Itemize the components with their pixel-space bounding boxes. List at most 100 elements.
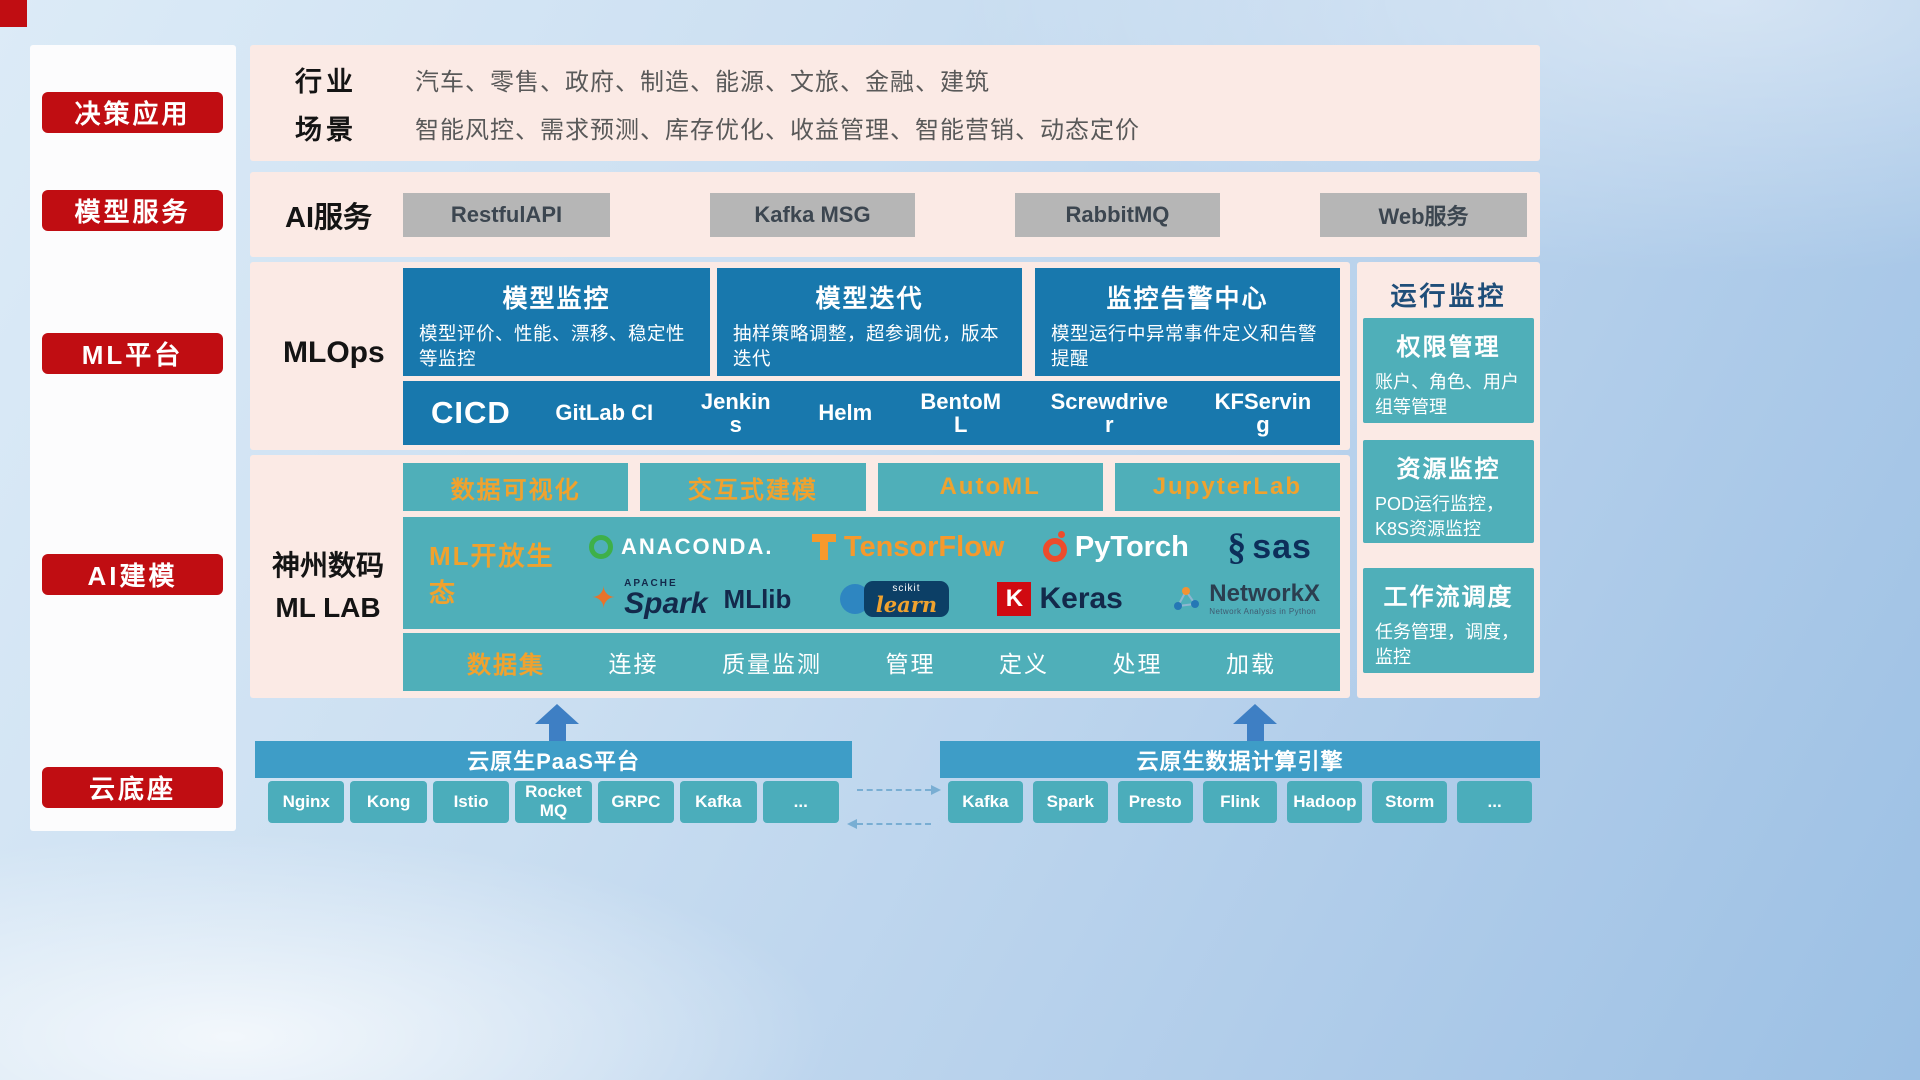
interactive-modeling-box: 交互式建模 — [640, 463, 866, 511]
sidebar-item-model-service: 模型服务 — [42, 190, 223, 231]
permission-management-card: 权限管理 账户、角色、用户组等管理 — [1363, 318, 1534, 423]
mlops-label: MLOps — [283, 336, 385, 369]
spark-text-block: APACHE Spark — [624, 579, 707, 619]
ai-service-panel: AI服务 RestfulAPI Kafka MSG RabbitMQ Web服务 — [250, 172, 1540, 257]
sidebar-item-cloud-base: 云底座 — [42, 767, 223, 808]
dataset-item-define: 定义 — [999, 651, 1049, 677]
chip-kong: Kong — [350, 781, 427, 823]
learn-text: learn — [875, 592, 938, 617]
workflow-scheduling-title: 工作流调度 — [1383, 584, 1514, 611]
pytorch-logo: PyTorch — [1042, 530, 1189, 564]
up-arrow-engine — [1233, 704, 1277, 741]
scikit-text: scikit — [892, 583, 921, 594]
cicd-label: CICD — [431, 395, 511, 430]
cicd-tool-screwdriver: Screwdriver — [1050, 388, 1169, 437]
ecosystem-logo-row-2: ✦ APACHE Spark MLlib scikit learn — [581, 573, 1326, 625]
networkx-text-block: NetworkX Network Analysis in Python — [1209, 581, 1320, 616]
mllab-label-line1: 神州数码 — [271, 550, 384, 581]
chip-more: ... — [762, 781, 839, 823]
arrow-head — [1233, 704, 1277, 724]
dataset-item-manage: 管理 — [885, 651, 936, 677]
workflow-scheduling-desc: 任务管理，调度，监控 — [1375, 622, 1519, 668]
model-monitoring-desc: 模型评价、性能、漂移、稳定性等监控 — [419, 323, 686, 369]
spark-text: Spark — [624, 587, 708, 620]
model-iteration-desc: 抽样策略调整，超参调优，版本迭代 — [733, 323, 1000, 369]
chip-istio: Istio — [432, 781, 510, 823]
mllab-label-line2: ML LAB — [275, 592, 381, 623]
mllab-label: 神州数码 ML LAB — [256, 545, 400, 629]
model-monitoring-card: 模型监控 模型评价、性能、漂移、稳定性等监控 — [403, 268, 710, 376]
chip-kafka: Kafka — [948, 781, 1023, 823]
paas-components-row: Nginx Kong Istio RocketMQ GRPC Kafka ... — [255, 781, 852, 823]
scenario-list: 智能风控、需求预测、库存优化、收益管理、智能营销、动态定价 — [415, 116, 1140, 144]
chip-rocketmq: RocketMQ — [515, 781, 592, 823]
chip-more: ... — [1457, 781, 1533, 823]
kafka-msg-box: Kafka MSG — [710, 193, 915, 237]
resource-monitoring-title: 资源监控 — [1396, 456, 1501, 483]
data-visualization-box: 数据可视化 — [403, 463, 629, 511]
keras-icon: K — [997, 582, 1032, 616]
scikit-learn-logo: scikit learn — [839, 581, 950, 617]
spark-star-icon: ✦ — [591, 582, 617, 615]
networkx-icon — [1174, 587, 1200, 610]
runtime-monitoring-panel: 运行监控 权限管理 账户、角色、用户组等管理 资源监控 POD运行监控，K8S资… — [1357, 262, 1540, 698]
alert-center-title: 监控告警中心 — [1106, 285, 1269, 313]
alert-center-desc: 模型运行中异常事件定义和告警提醒 — [1051, 323, 1318, 369]
resource-monitoring-card: 资源监控 POD运行监控，K8S资源监控 — [1363, 440, 1534, 543]
dashed-arrow-right — [857, 785, 941, 795]
anaconda-icon — [589, 535, 613, 559]
dataset-label: 数据集 — [467, 651, 545, 679]
arrow-stem — [548, 724, 566, 741]
data-engine-components-row: Kafka Spark Presto Flink Hadoop Storm ..… — [940, 781, 1540, 823]
anaconda-logo: ANACONDA. — [589, 534, 773, 560]
chip-storm: Storm — [1372, 781, 1448, 823]
networkx-logo: NetworkX Network Analysis in Python — [1171, 581, 1320, 616]
cicd-tool-helm: Helm — [818, 400, 873, 426]
dataset-item-process: 处理 — [1112, 651, 1163, 677]
web-service-box: Web服务 — [1320, 193, 1527, 237]
sas-text: sas — [1252, 527, 1312, 566]
keras-text: Keras — [1039, 582, 1123, 615]
chip-hadoop: Hadoop — [1287, 781, 1363, 823]
scenario-row: 场景 智能风控、需求预测、库存优化、收益管理、智能营销、动态定价 — [295, 103, 1540, 151]
mllab-tools-row: 数据可视化 交互式建模 AutoML JupyterLab — [403, 463, 1340, 511]
chip-flink: Flink — [1202, 781, 1278, 823]
runtime-monitoring-title: 运行监控 — [1390, 281, 1507, 311]
pytorch-text: PyTorch — [1074, 530, 1189, 563]
scenario-label: 场景 — [295, 114, 357, 145]
mlops-panel: MLOps 模型监控 模型评价、性能、漂移、稳定性等监控 模型迭代 抽样策略调整… — [250, 262, 1350, 450]
chip-nginx: Nginx — [268, 781, 345, 823]
pytorch-icon — [1042, 531, 1067, 562]
scikit-learn-badge: scikit learn — [863, 581, 950, 617]
ml-ecosystem-box: ML开放生态 ANACONDA. TensorFlow PyTorch — [403, 517, 1340, 629]
dashed-arrow-left — [847, 819, 931, 829]
sas-icon: § — [1227, 526, 1247, 568]
rabbitmq-box: RabbitMQ — [1015, 193, 1220, 237]
keras-logo: K Keras — [997, 582, 1123, 616]
permission-management-desc: 账户、角色、用户组等管理 — [1375, 372, 1519, 418]
networkx-subtitle: Network Analysis in Python — [1209, 606, 1317, 616]
sidebar-item-ml-platform: ML平台 — [42, 333, 223, 374]
apache-text: APACHE — [624, 578, 678, 589]
arrow-stem — [1246, 724, 1264, 741]
mllab-panel: 神州数码 ML LAB 数据可视化 交互式建模 AutoML JupyterLa… — [250, 455, 1350, 698]
model-iteration-title: 模型迭代 — [815, 285, 924, 313]
industry-scenario-panel: 行业 汽车、零售、政府、制造、能源、文旅、金融、建筑 场景 智能风控、需求预测、… — [250, 45, 1540, 161]
cicd-bar: CICD GitLab CI Jenkins Helm BentoML Scre… — [403, 381, 1340, 445]
ml-ecosystem-label: ML开放生态 — [429, 541, 555, 608]
sas-logo: § sas — [1227, 525, 1312, 569]
alert-center-card: 监控告警中心 模型运行中异常事件定义和告警提醒 — [1035, 268, 1340, 376]
paas-title-bar: 云原生PaaS平台 — [255, 741, 852, 778]
automl-box: AutoML — [877, 463, 1103, 511]
cicd-tool-kfserving: KFServing — [1214, 388, 1312, 437]
spark-mllib-logo: ✦ APACHE Spark MLlib — [591, 579, 791, 619]
tensorflow-text: TensorFlow — [843, 530, 1005, 563]
cicd-tool-jenkins: Jenkins — [700, 388, 771, 437]
restfulapi-box: RestfulAPI — [403, 193, 610, 237]
ai-service-label: AI服务 — [285, 201, 373, 234]
dataset-item-load: 加载 — [1226, 651, 1276, 677]
tensorflow-logo: TensorFlow — [811, 530, 1005, 564]
tensorflow-icon — [811, 532, 836, 562]
workflow-scheduling-card: 工作流调度 任务管理，调度，监控 — [1363, 568, 1534, 673]
model-monitoring-title: 模型监控 — [502, 285, 611, 313]
